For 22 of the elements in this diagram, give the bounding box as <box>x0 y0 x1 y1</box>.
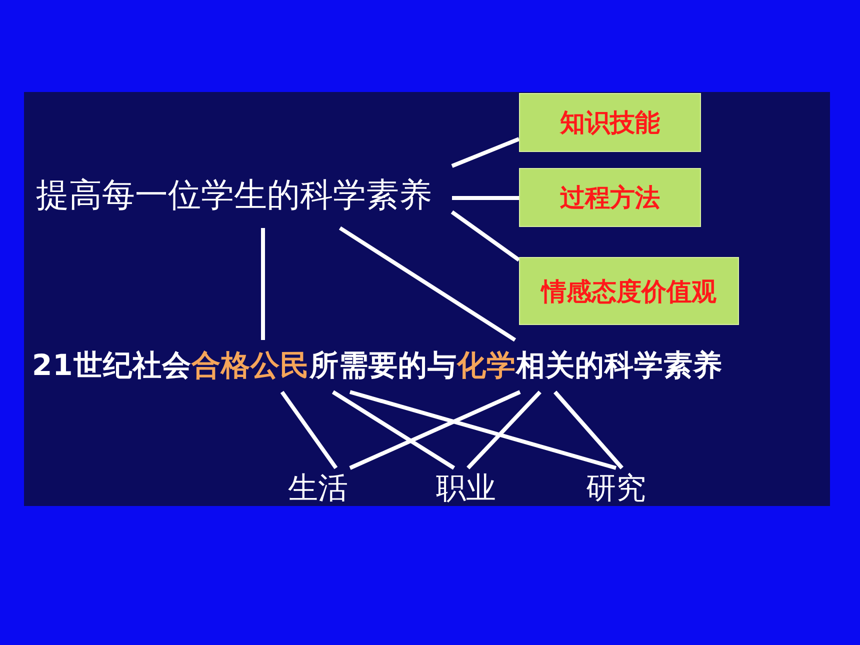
connector-line <box>450 210 520 262</box>
connector-line <box>261 228 265 340</box>
concept-text: 职业 <box>436 470 496 508</box>
connector-line <box>466 390 542 470</box>
connector-line <box>349 390 617 470</box>
connector-line <box>451 137 520 168</box>
concept-text: 生活 <box>288 470 348 508</box>
box-label: 过程方法 <box>560 182 660 214</box>
label-box <box>519 93 701 152</box>
concept-text: 21世纪社会合格公民所需要的与化学相关的科学素养 <box>32 347 722 384</box>
connector-line <box>554 390 624 470</box>
label-box <box>519 168 701 227</box>
concept-text: 研究 <box>586 470 646 508</box>
connector-line <box>338 226 516 342</box>
label-box <box>519 257 739 325</box>
concept-text: 提高每一位学生的科学素养 <box>36 174 432 216</box>
connector-line <box>332 390 456 470</box>
box-label: 情感态度价值观 <box>542 276 716 308</box>
connector-line <box>452 196 519 200</box>
connector-line <box>349 390 521 470</box>
connector-line <box>280 390 338 470</box>
box-label: 知识技能 <box>560 107 660 139</box>
